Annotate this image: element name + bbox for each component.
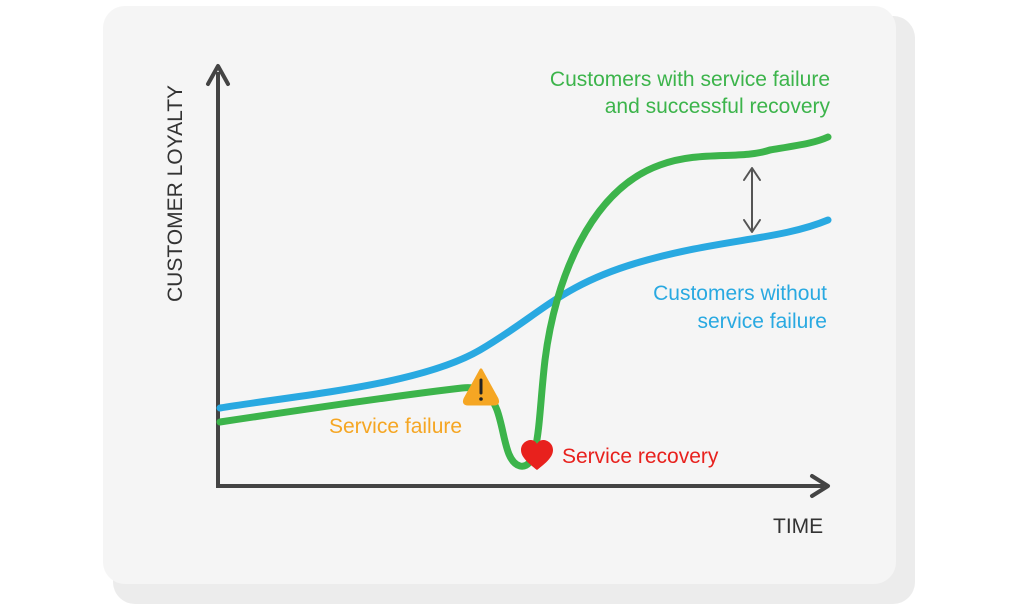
recovery-label: Service recovery: [562, 445, 719, 468]
x-axis-label: TIME: [773, 515, 823, 538]
baseline-label-line1: Customers without: [653, 282, 827, 305]
x-axis-arrowhead: [810, 474, 830, 498]
y-axis-arrowhead: [206, 64, 230, 86]
heart-icon: [521, 440, 553, 470]
recovered-curve: [216, 133, 832, 470]
baseline-label-line2: service failure: [697, 310, 827, 333]
recovered-label-line2: and successful recovery: [605, 95, 831, 118]
failure-label: Service failure: [329, 415, 462, 438]
axes: [206, 64, 830, 498]
double-arrow-icon: [743, 167, 761, 233]
y-axis-label: CUSTOMER LOYALTY: [164, 85, 187, 302]
recovered-label-line1: Customers with service failure: [550, 68, 830, 91]
warning-icon: [462, 368, 500, 406]
baseline-curve: [216, 216, 832, 412]
